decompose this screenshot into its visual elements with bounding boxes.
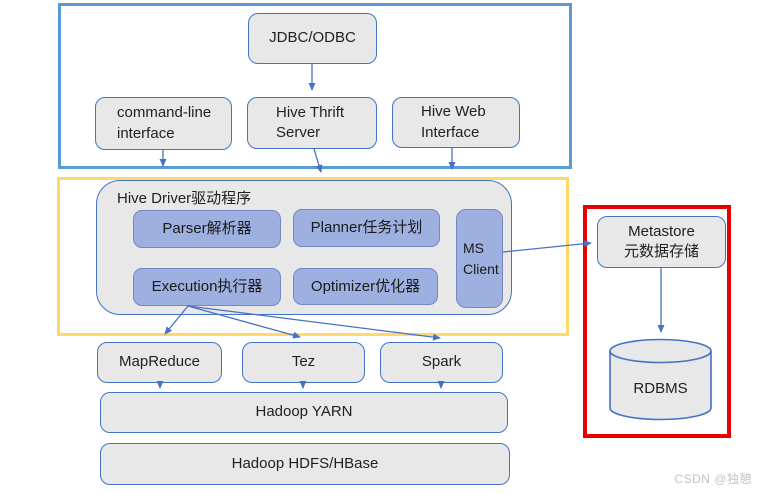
execution-node: Execution执行器 (133, 268, 281, 306)
watermark: CSDN @独憩 (674, 472, 752, 486)
parser-node: Parser解析器 (133, 210, 281, 248)
command-line-interface-node: command-line interface (95, 97, 232, 150)
spark-node: Spark (380, 342, 503, 383)
jdbc-odbc-node: JDBC/ODBC (248, 13, 377, 64)
rdbms-cylinder: RDBMS (608, 338, 713, 422)
hive-web-interface-node: Hive Web Interface (392, 97, 520, 148)
optimizer-node: Optimizer优化器 (293, 268, 438, 305)
hive-thrift-server-node: Hive Thrift Server (247, 97, 377, 149)
ms-client-node: MS Client (456, 209, 503, 308)
metastore-node: Metastore 元数据存储 (597, 216, 726, 268)
tez-node: Tez (242, 342, 365, 383)
mapreduce-node: MapReduce (97, 342, 222, 383)
planner-node: Planner任务计划 (293, 209, 440, 247)
hive-driver-title: Hive Driver驱动程序 (117, 190, 252, 207)
database-cylinder-icon (609, 338, 712, 421)
metastore-layer-frame (583, 205, 731, 438)
hadoop-yarn-node: Hadoop YARN (100, 392, 508, 433)
hadoop-hdfs-hbase-node: Hadoop HDFS/HBase (100, 443, 510, 485)
rdbms-label: RDBMS (633, 380, 688, 397)
